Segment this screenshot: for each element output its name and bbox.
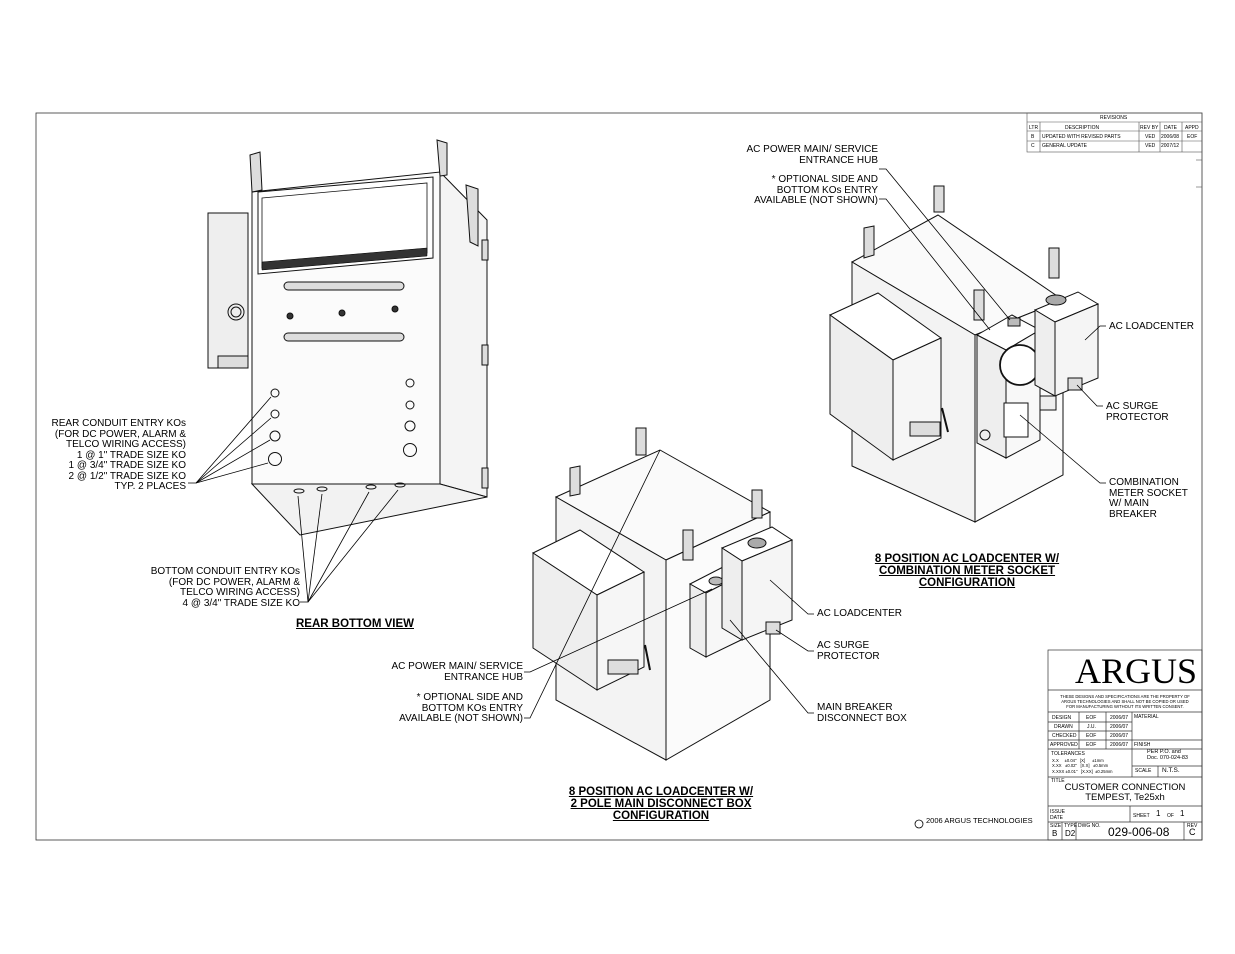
config2-loadcenter-label: AC LOADCENTER [1109, 321, 1195, 332]
tolerances-values: X.X ±0.04" [X] ±1mm X.XX ±0.02" [X.X] ±0… [1052, 758, 1113, 774]
config2-surge-label: AC SURGE PROTECTOR [1106, 401, 1169, 423]
argus-logo: ARGUS [1075, 651, 1198, 691]
sign-checked-label: CHECKED [1052, 733, 1077, 739]
rear-ko-label: REAR CONDUIT ENTRY KOs (FOR DC POWER, AL… [51, 418, 186, 492]
revision-row-b-desc: UPDATED WITH REVISED PARTS [1042, 134, 1121, 140]
sheet-total: 1 [1180, 809, 1185, 818]
type-label: TYPE [1064, 823, 1078, 829]
revisions-title: REVISIONS [1100, 115, 1128, 121]
revision-row-c-date: 2007/12 [1161, 143, 1180, 149]
sheet-number: 1 [1156, 809, 1161, 818]
revision-row-b-date: 2006/08 [1161, 134, 1180, 140]
config1-loadcenter-label: AC LOADCENTER [817, 608, 903, 619]
rev-value: C [1189, 827, 1196, 837]
rear-view-leaders [188, 396, 399, 603]
revisions-header-description: DESCRIPTION [1065, 125, 1100, 131]
config1-hub-label: AC POWER MAIN/ SERVICE ENTRANCE HUB [391, 661, 523, 683]
sign-drawn-label: DRAWN [1054, 724, 1073, 730]
sign-design-label: DESIGN [1052, 715, 1072, 721]
sign-approved-name: EOF [1086, 742, 1097, 748]
config-disconnect-leaders [524, 449, 814, 719]
scale-label: SCALE [1135, 768, 1152, 774]
revisions-table [1026, 112, 1203, 188]
revision-row-c-by: VED [1145, 143, 1156, 149]
type-value: D2 [1065, 829, 1076, 838]
copyright-icon [914, 819, 924, 829]
revisions-header-date: DATE [1164, 125, 1177, 131]
revisions-header-ltr: LTR [1029, 125, 1039, 131]
scale-value: N.T.S. [1162, 767, 1180, 774]
sheet-border [35, 112, 1203, 841]
title-block-frame [1047, 649, 1203, 841]
sign-drawn-date: 2006/07 [1110, 724, 1129, 730]
revisions-header-revby: REV BY [1140, 125, 1159, 131]
tolerances-label: TOLERANCES [1051, 751, 1085, 757]
ownership-notice: THESE DESIGNS AND SPECIFICATIONS ARE THE… [1060, 694, 1190, 709]
rev-label: REV [1187, 823, 1198, 829]
config1-breaker-label: MAIN BREAKER DISCONNECT BOX [817, 702, 907, 724]
revision-row-b-appd: EOF [1187, 134, 1198, 140]
config-meter-leaders [879, 168, 1106, 484]
config2-meter-label: COMBINATION METER SOCKET W/ MAIN BREAKER [1109, 477, 1188, 520]
config2-optional-label: * OPTIONAL SIDE AND BOTTOM KOs ENTRY AVA… [754, 174, 878, 206]
dwg-no-label: DWG NO. [1078, 823, 1101, 829]
sheet-label: SHEET [1133, 813, 1150, 819]
config2-caption: 8 POSITION AC LOADCENTER W/ COMBINATION … [874, 553, 1060, 589]
sign-approved-label: APPROVED [1050, 742, 1078, 748]
sign-approved-date: 2006/07 [1110, 742, 1129, 748]
rear-cabinet-drawing [207, 139, 489, 536]
of-label: OF [1167, 813, 1174, 819]
revision-row-b-by: VED [1145, 134, 1156, 140]
finish-label: FINISH [1134, 742, 1151, 748]
size-value: B [1052, 829, 1058, 838]
revision-row-c-desc: GENERAL UPDATE [1042, 143, 1088, 149]
drawing-title: CUSTOMER CONNECTION TEMPEST, Te25xh [1064, 782, 1186, 803]
rear-view-caption: REAR BOTTOM VIEW [296, 618, 414, 630]
config-disconnect-drawing [531, 427, 794, 761]
revisions-header-appd: APPD [1185, 125, 1199, 131]
config1-surge-label: AC SURGE PROTECTOR [817, 640, 880, 662]
sign-checked-date: 2006/07 [1110, 733, 1129, 739]
config-meter-drawing [829, 185, 1100, 523]
sign-design-date: 2006/07 [1110, 715, 1129, 721]
config1-caption: 8 POSITION AC LOADCENTER W/ 2 POLE MAIN … [568, 786, 754, 822]
title-label: TITLE [1051, 778, 1065, 784]
bottom-ko-label: BOTTOM CONDUIT ENTRY KOs (FOR DC POWER, … [150, 566, 300, 609]
revision-row-c-ltr: C [1031, 143, 1035, 149]
finish-value: PER P.O. and Doc. 070-024-83 [1147, 749, 1188, 761]
sign-checked-name: EOF [1086, 733, 1097, 739]
revision-row-b-ltr: B [1031, 134, 1035, 140]
sign-design-name: EOF [1086, 715, 1097, 721]
issue-date-label: ISSUE DATE [1050, 809, 1066, 821]
config2-hub-label: AC POWER MAIN/ SERVICE ENTRANCE HUB [746, 144, 878, 166]
size-label: SIZE [1050, 823, 1062, 829]
copyright-text: 2006 ARGUS TECHNOLOGIES [926, 816, 1033, 825]
config1-optional-label: * OPTIONAL SIDE AND BOTTOM KOs ENTRY AVA… [399, 692, 523, 724]
dwg-no-value: 029-006-08 [1108, 825, 1170, 839]
sign-drawn-name: J.U. [1087, 724, 1096, 730]
material-label: MATERIAL [1134, 714, 1159, 720]
